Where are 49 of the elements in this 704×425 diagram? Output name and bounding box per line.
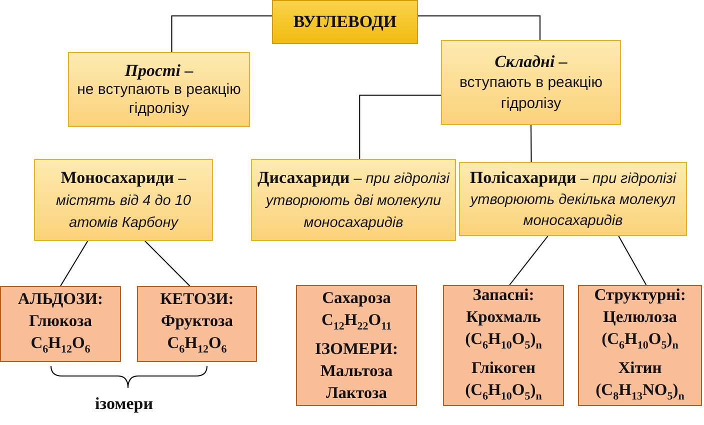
example-box [443,285,564,406]
box-heading: Полісахариди – при гідролізі утворюють декілька молекул моносахаридів [468,166,678,230]
box-text: Фруктоза [161,310,233,332]
connector-line [359,94,442,160]
connector-line [144,240,190,286]
category-box [251,159,456,241]
box-text: Целюлоза [602,306,677,328]
box-text: Сахароза [322,287,391,310]
category-box [68,52,250,127]
box-text: Глікоген [471,356,536,378]
example-box [296,285,417,406]
box-heading: Складні – [494,51,568,72]
box-text: вступають в реакцію гідролізу [458,73,604,114]
box-text: (C$_{8}$H$_{13}$NO$_{5}$)$_{n}$ [596,378,684,404]
box-text: Мальтоза [320,360,393,382]
title-box [272,0,418,44]
box-text: (C$_{6}$H$_{10}$O$_{5}$)$_{n}$ [465,378,542,404]
connector-line [171,15,272,52]
box-heading: ВУГЛЕВОДИ [293,12,397,32]
example-box [578,285,702,406]
box-text: Запасні: [472,284,534,306]
connector-line [530,124,532,162]
box-text: C$_{12}$H$_{22}$O$_{11}$ [321,309,392,335]
category-box [441,40,621,125]
box-text: C$_{6}$H$_{12}$O$_{6}$ [30,332,90,358]
box-heading: Моносахариди – містять від 4 до 10 атомів Карбону [55,166,192,232]
connector-line [60,240,88,286]
example-box [0,286,121,362]
box-text: Хітин [618,356,662,378]
box-text: КЕТОЗИ: [160,288,234,310]
box-heading: Прості – [124,61,194,80]
connector-line [418,15,540,40]
example-box [137,286,257,362]
brace-label: ізомери [95,394,154,414]
box-text: не вступають в реакцію гідролізу [76,80,242,118]
box-text: ІЗОМЕРИ: [315,338,398,360]
box-text: АЛЬДОЗИ: [18,288,104,310]
box-text: Глюкоза [29,310,92,332]
category-box [34,159,213,241]
box-text: Лактоза [326,382,388,404]
box-text: Структурні: [594,284,686,306]
box-text: Крохмаль [466,306,541,328]
connector-line [509,236,548,286]
box-heading: Дисахариди – при гідролізі утворюють дві молекули моносахаридів [256,166,451,232]
box-text: (C$_{6}$H$_{10}$O$_{5}$)$_{n}$ [602,328,678,354]
category-box [459,162,687,236]
box-text: C$_{6}$H$_{12}$O$_{6}$ [167,332,227,358]
connector-line [618,236,647,286]
box-text: (C$_{6}$H$_{10}$O$_{5}$)$_{n}$ [465,328,542,354]
